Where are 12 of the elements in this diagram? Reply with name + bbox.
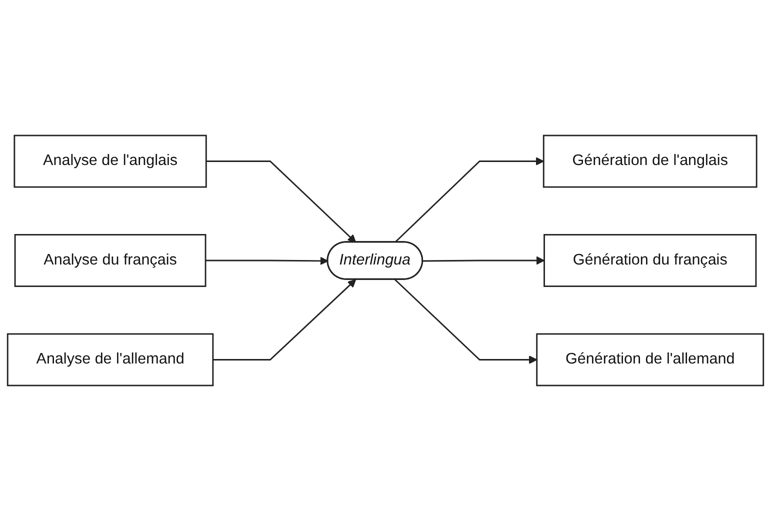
arrow bbox=[394, 279, 538, 364]
arrow bbox=[206, 256, 328, 266]
arrow bbox=[206, 160, 356, 243]
node-box: Génération de l'allemand bbox=[536, 333, 764, 386]
node-box: Analyse du français bbox=[14, 234, 206, 287]
node-box: Analyse de l'anglais bbox=[14, 134, 207, 188]
node-box: Génération de l'anglais bbox=[542, 134, 758, 188]
node-box: Génération du français bbox=[544, 234, 757, 287]
node-box: Analyse de l'allemand bbox=[6, 333, 214, 386]
arrow bbox=[394, 157, 544, 243]
arrow bbox=[212, 279, 356, 360]
arrow bbox=[422, 256, 545, 265]
